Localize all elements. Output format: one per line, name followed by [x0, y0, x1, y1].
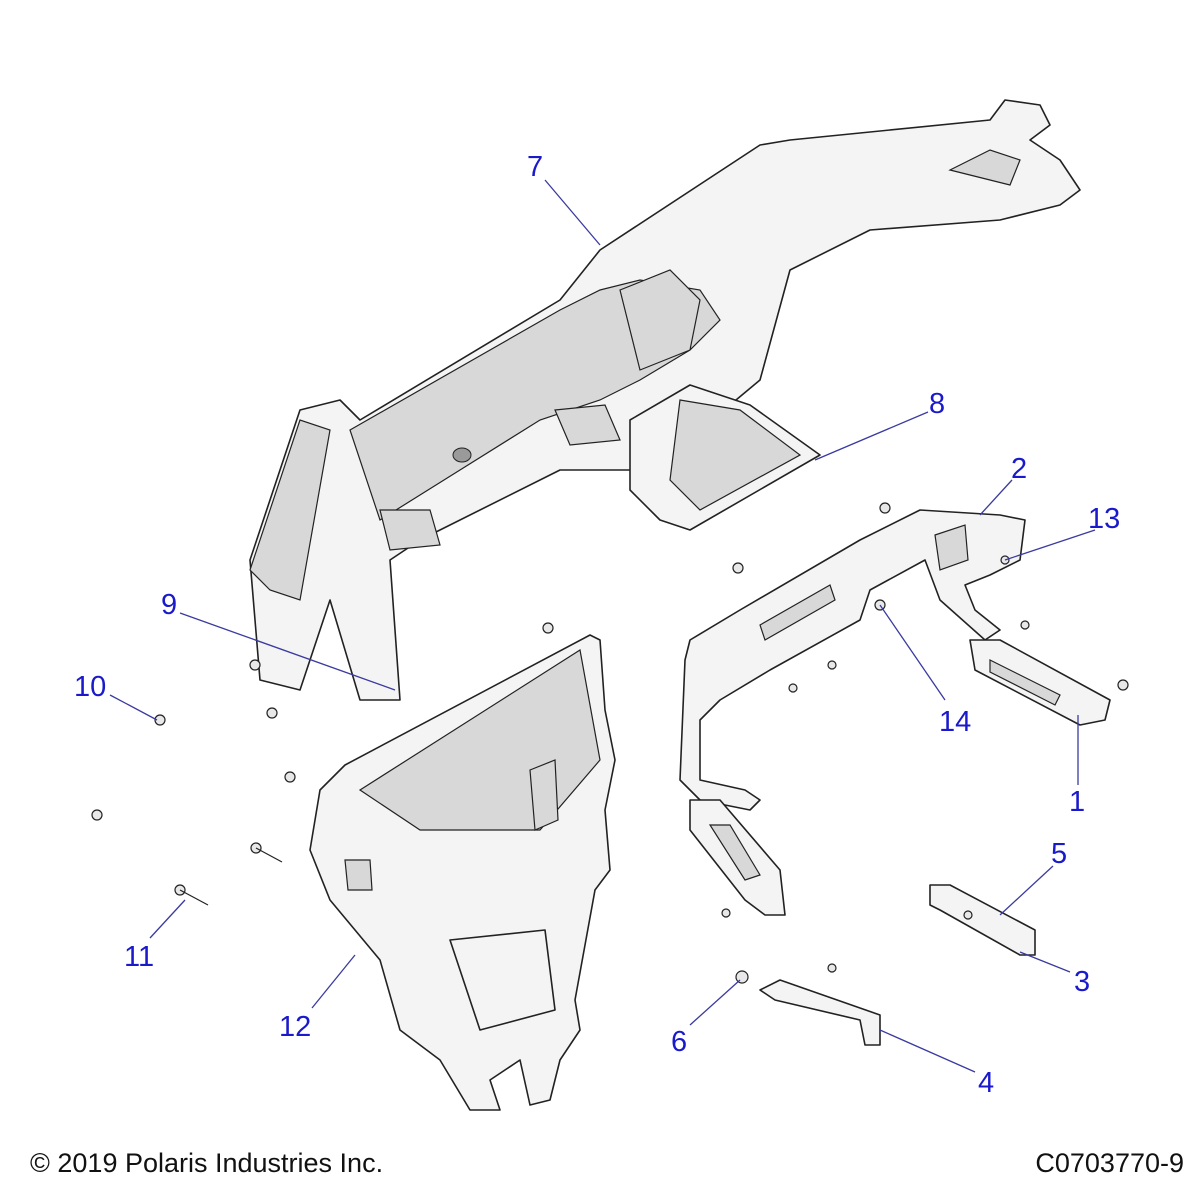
part-2-bracket [679, 509, 1026, 811]
callout-1: 1 [1069, 786, 1085, 818]
part-4-bracket [759, 979, 881, 1046]
callouts: 7 8 2 13 9 14 10 1 5 11 3 12 6 4 [74, 151, 1120, 1099]
callout-3: 3 [1074, 966, 1090, 998]
callout-6: 6 [671, 1026, 687, 1058]
callout-7: 7 [527, 151, 543, 183]
drawing-number: C0703770-9 [1035, 1148, 1184, 1178]
callout-10: 10 [74, 671, 106, 703]
part-3-bracket [929, 884, 1036, 956]
callout-9: 9 [161, 589, 177, 621]
part-12-lower-panel [309, 634, 616, 1111]
callout-2: 2 [1011, 453, 1027, 485]
callout-5: 5 [1051, 838, 1067, 870]
callout-8: 8 [929, 388, 945, 420]
copyright-text: © 2019 Polaris Industries Inc. [30, 1148, 384, 1178]
part-1-support [969, 639, 1111, 726]
fasteners [91, 502, 1129, 984]
callout-4: 4 [978, 1067, 994, 1099]
part-8-side-cover [629, 384, 821, 531]
callout-12: 12 [279, 1011, 311, 1043]
callout-13: 13 [1088, 503, 1120, 535]
leader-lines [109, 179, 1096, 1073]
callout-11: 11 [124, 941, 154, 973]
callout-14: 14 [939, 706, 971, 738]
lower-bracket [689, 799, 786, 916]
